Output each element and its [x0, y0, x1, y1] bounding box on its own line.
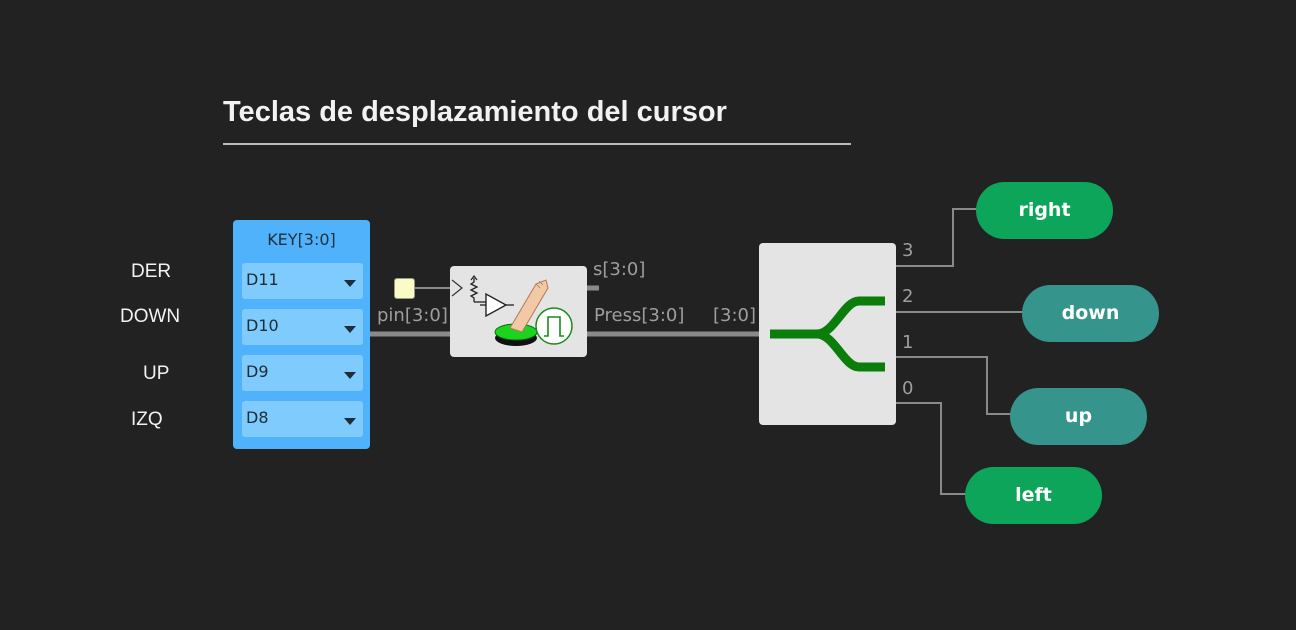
page-title: Teclas de desplazamiento del cursor [223, 96, 727, 128]
caret-down-icon [344, 280, 356, 287]
constant-input[interactable] [394, 278, 415, 299]
splitter-icon [770, 296, 885, 372]
input-label-up: UP [143, 363, 170, 384]
pin-select-d10[interactable]: D10 [242, 309, 363, 345]
input-label-der: DER [131, 261, 172, 282]
title-underline [223, 143, 851, 145]
wire-label-s: s[3:0] [593, 259, 646, 280]
push-button-icon [451, 275, 573, 346]
input-block-title: KEY[3:0] [267, 230, 336, 249]
split-index-0: 0 [902, 378, 914, 399]
pin-select-value: D8 [246, 408, 269, 427]
output-right[interactable]: right [976, 182, 1113, 239]
input-label-down: DOWN [120, 306, 181, 327]
output-left[interactable]: left [965, 467, 1102, 524]
pin-select-value: D11 [246, 270, 279, 289]
input-block[interactable]: KEY[3:0] D11 D10 D9 D8 [233, 220, 370, 449]
wire-bit1 [896, 356, 1012, 415]
output-down[interactable]: down [1022, 285, 1159, 342]
wire-label-pin: pin[3:0] [377, 305, 448, 326]
split-index-3: 3 [902, 240, 914, 261]
pin-select-value: D10 [246, 316, 279, 335]
pin-select-d9[interactable]: D9 [242, 355, 363, 391]
button-debounce-block[interactable] [450, 266, 587, 357]
caret-down-icon [344, 372, 356, 379]
input-label-izq: IZQ [131, 409, 163, 430]
pin-select-d8[interactable]: D8 [242, 401, 363, 437]
bus-splitter-block[interactable] [759, 243, 896, 425]
split-index-1: 1 [902, 332, 914, 353]
wire-label-bus: [3:0] [713, 305, 757, 326]
wire-bit3 [896, 208, 978, 267]
caret-down-icon [344, 418, 356, 425]
wire-bit0 [896, 402, 967, 495]
pin-select-d11[interactable]: D11 [242, 263, 363, 299]
output-up[interactable]: up [1010, 388, 1147, 445]
caret-down-icon [344, 326, 356, 333]
wire-label-press: Press[3:0] [594, 305, 685, 326]
split-index-2: 2 [902, 286, 914, 307]
pin-select-value: D9 [246, 362, 269, 381]
